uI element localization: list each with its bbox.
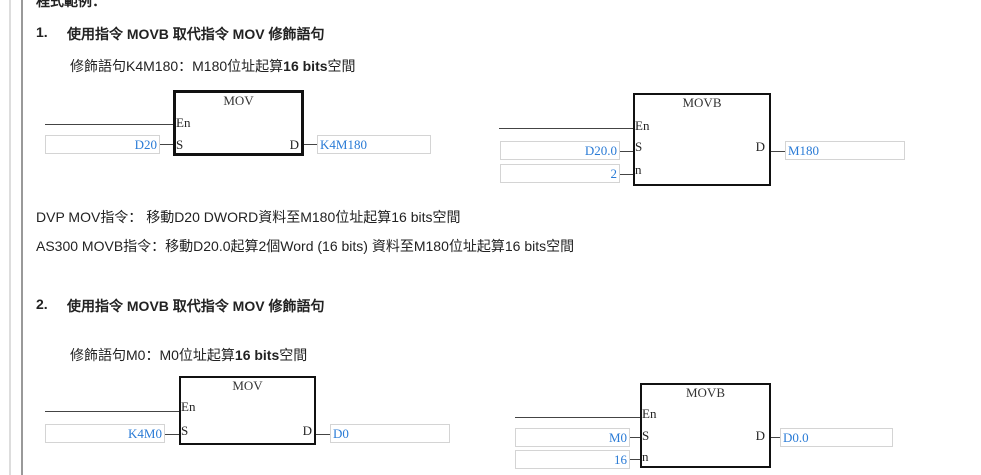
instruction-name: MOVB — [682, 95, 722, 110]
operand-n-field[interactable]: 16 — [515, 450, 630, 469]
as300-description: AS300 MOVB指令：移動D20.0起算2個Word (16 bits) 資… — [36, 238, 575, 254]
pin-en: En — [642, 406, 657, 421]
pin-en: En — [181, 399, 196, 414]
connector — [316, 434, 330, 435]
operand-s-field[interactable]: D20.0 — [500, 141, 620, 160]
text: 修飾語句K4M180：M180位址起算 — [70, 58, 284, 74]
movb-instruction-box[interactable]: MOVB En S n D — [633, 93, 771, 186]
connector — [630, 459, 640, 460]
connector — [165, 434, 179, 435]
connector — [771, 151, 785, 152]
modifier-description: 修飾語句M0：M0位址起算16 bits空間 — [70, 345, 307, 365]
section-title: 使用指令 MOVB 取代指令 MOV 修飾語句 — [67, 26, 325, 42]
operand-n-field[interactable]: 2 — [500, 164, 620, 183]
section-number: 1. — [36, 24, 48, 40]
operand-d-field[interactable]: K4M180 — [317, 135, 431, 154]
pin-d: D — [289, 137, 299, 152]
mov-instruction-box[interactable]: MOV En S D — [179, 376, 316, 445]
connector — [620, 151, 633, 152]
mov-instruction-box[interactable]: MOV En S D — [173, 90, 304, 156]
section-heading-cut: 程式範例： — [36, 0, 106, 9]
text: 16 bits — [283, 58, 328, 74]
pin-n: n — [642, 449, 649, 464]
operand-s-field[interactable]: D20 — [45, 135, 160, 154]
enable-line — [499, 128, 633, 129]
pin-n: n — [635, 162, 642, 177]
pin-d: D — [755, 139, 765, 154]
pin-s: S — [181, 423, 189, 438]
instruction-name: MOVB — [685, 385, 725, 400]
modifier-description: 修飾語句K4M180：M180位址起算16 bits空間 — [70, 56, 356, 76]
section-number: 2. — [36, 296, 48, 312]
connector — [620, 174, 633, 175]
operand-s-field[interactable]: K4M0 — [45, 424, 165, 443]
connector — [771, 437, 780, 438]
pin-d: D — [302, 423, 312, 438]
pin-s: S — [635, 139, 643, 154]
margin-line — [9, 0, 11, 475]
operand-d-field[interactable]: D0.0 — [780, 428, 893, 447]
enable-line — [45, 124, 173, 125]
pin-s: S — [642, 428, 650, 443]
text: 空間 — [327, 58, 356, 74]
pin-en: En — [635, 118, 650, 133]
instruction-name: MOV — [232, 378, 263, 393]
text: 修飾語句M0：M0位址起算 — [70, 347, 235, 363]
operand-s-field[interactable]: M0 — [515, 428, 630, 447]
operand-d-field[interactable]: D0 — [330, 424, 450, 443]
instruction-name: MOV — [223, 93, 254, 108]
connector — [630, 437, 640, 438]
margin-line — [21, 0, 23, 475]
dvp-description: DVP MOV指令： 移動D20 DWORD資料至M180位址起算16 bits… — [36, 209, 461, 225]
pin-d: D — [755, 428, 765, 443]
text: 16 bits — [234, 347, 280, 363]
movb-instruction-box[interactable]: MOVB En S n D — [640, 383, 771, 468]
connector — [304, 144, 317, 145]
pin-s: S — [176, 137, 184, 152]
section-title: 使用指令 MOVB 取代指令 MOV 修飾語句 — [67, 298, 325, 314]
text: 空間 — [279, 347, 308, 363]
enable-line — [515, 417, 640, 418]
operand-d-field[interactable]: M180 — [785, 141, 905, 160]
connector — [160, 144, 173, 145]
enable-line — [45, 411, 179, 412]
pin-en: En — [176, 115, 191, 130]
